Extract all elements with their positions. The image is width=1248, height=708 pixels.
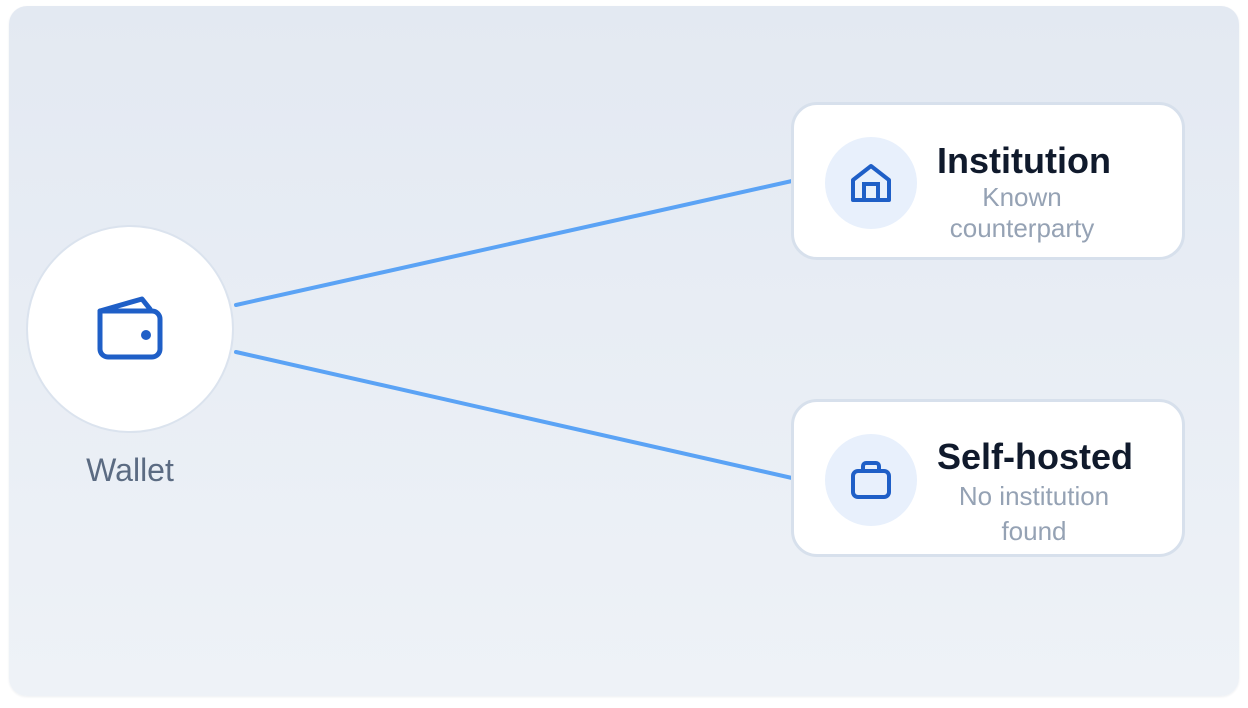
institution-subtitle: Known counterparty — [949, 182, 1095, 243]
institution-title: Institution — [937, 140, 1111, 181]
self-hosted-subtitle: No institution found — [958, 481, 1110, 546]
connector-wallet-to-selfhosted — [234, 350, 794, 480]
destination-card-self-hosted[interactable]: Self-hosted No institution found — [791, 399, 1185, 557]
institution-icon-badge — [825, 137, 917, 229]
wallet-node — [26, 225, 234, 433]
connector-wallet-to-institution — [234, 179, 794, 307]
wallet-label: Wallet — [86, 452, 174, 488]
destination-card-institution[interactable]: Institution Known counterparty — [791, 102, 1185, 260]
self-hosted-icon-badge — [825, 434, 917, 526]
wallet-icon — [97, 296, 163, 360]
self-hosted-title: Self-hosted — [937, 436, 1134, 477]
bank-building-icon — [851, 164, 891, 202]
briefcase-icon — [851, 461, 891, 499]
